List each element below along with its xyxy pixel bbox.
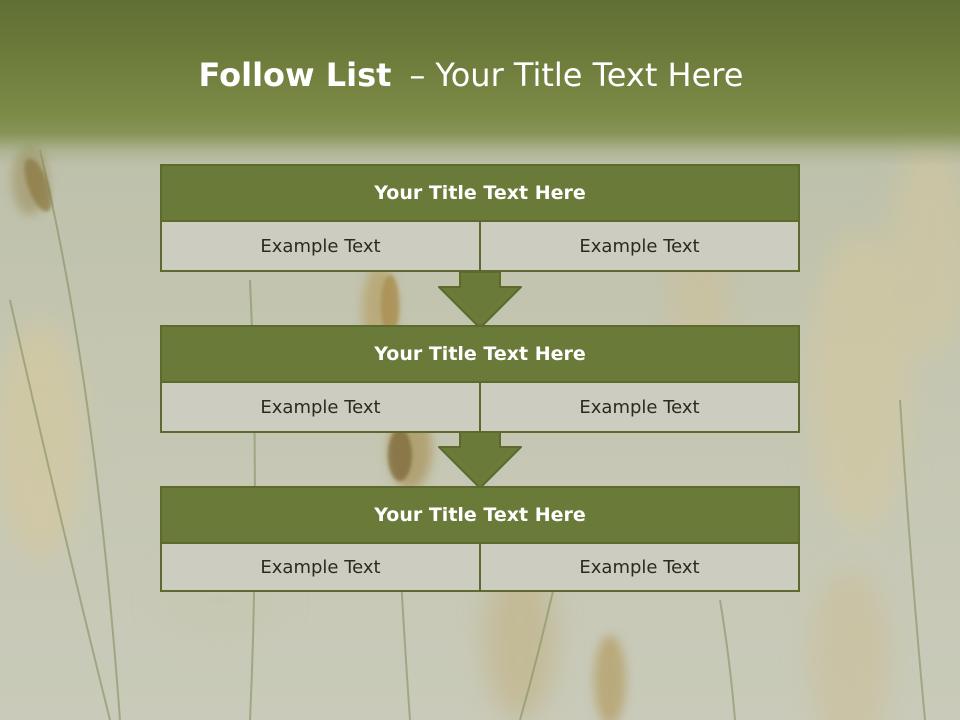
step-title: Your Title Text Here	[162, 488, 798, 544]
step-box-1: Your Title Text Here Example Text Exampl…	[160, 164, 800, 272]
slide-title-dash: –	[409, 56, 426, 94]
slide-title: Follow List–Your Title Text Here	[0, 52, 942, 98]
step-right-text: Example Text	[479, 222, 798, 270]
step-left-text: Example Text	[162, 222, 479, 270]
down-arrow-icon	[438, 271, 522, 329]
step-body: Example Text Example Text	[162, 383, 798, 431]
step-title: Your Title Text Here	[162, 166, 798, 222]
step-right-text: Example Text	[479, 383, 798, 431]
step-left-text: Example Text	[162, 383, 479, 431]
step-body: Example Text Example Text	[162, 544, 798, 590]
step-box-3: Your Title Text Here Example Text Exampl…	[160, 486, 800, 592]
step-box-2: Your Title Text Here Example Text Exampl…	[160, 325, 800, 433]
down-arrow-icon	[438, 431, 522, 489]
step-right-text: Example Text	[479, 544, 798, 590]
slide-title-bold: Follow List	[198, 56, 392, 94]
slide-title-rest: Your Title Text Here	[435, 56, 744, 94]
title-band	[0, 0, 960, 165]
step-left-text: Example Text	[162, 544, 479, 590]
step-title: Your Title Text Here	[162, 327, 798, 383]
step-body: Example Text Example Text	[162, 222, 798, 270]
